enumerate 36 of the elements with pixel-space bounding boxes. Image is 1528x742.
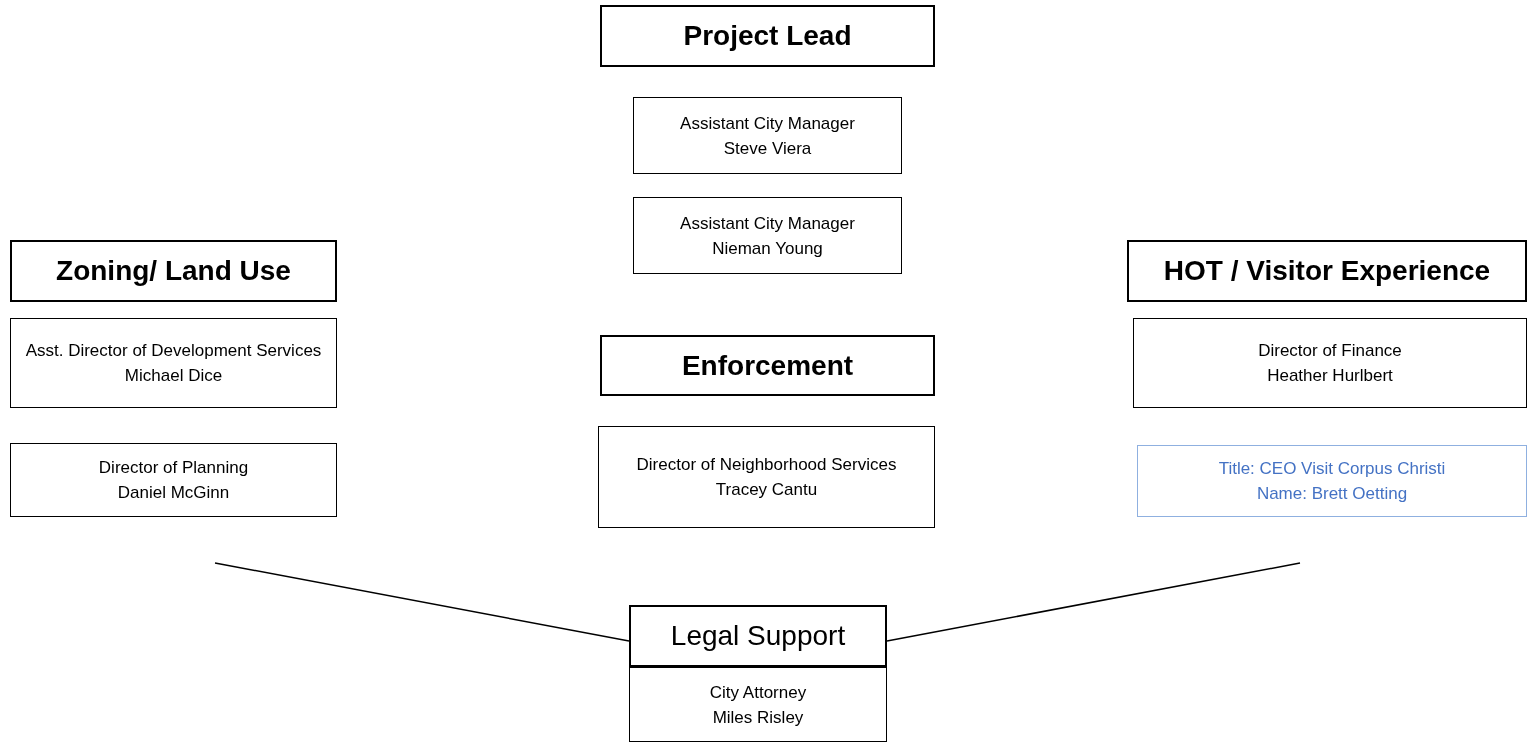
person-name: Heather Hurlbert [1267, 365, 1393, 387]
person-name: Tracey Cantu [715, 479, 818, 501]
heading-text: Zoning/ Land Use [56, 254, 291, 288]
job-title: Asst. Director of Development Services [25, 340, 322, 362]
role-heading-box [600, 5, 935, 67]
role-heading-box [600, 335, 935, 396]
job-title: Assistant City Manager [680, 112, 855, 135]
job-title: City Attorney [709, 681, 807, 704]
role-heading-box [1127, 240, 1527, 302]
person-name: Michael Dice [124, 365, 223, 387]
person-name: Name: Brett Oetting [1256, 483, 1408, 505]
job-title: Assistant City Manager [680, 212, 855, 235]
person-box [1137, 445, 1527, 517]
person-box [10, 318, 337, 408]
connector-line [214, 562, 630, 642]
person-name: Steve Viera [723, 137, 812, 160]
job-title: Director of Planning [98, 457, 249, 479]
heading-text: Enforcement [681, 348, 854, 383]
person-box [633, 197, 902, 274]
heading-text: HOT / Visitor Experience [1163, 254, 1491, 288]
role-heading-box [629, 605, 887, 667]
heading-text: Project Lead [683, 19, 852, 53]
role-heading-box [10, 240, 337, 302]
connector-line [886, 562, 1301, 642]
person-name: Daniel McGinn [117, 482, 230, 504]
job-title: Director of Neighborhood Services [636, 454, 897, 476]
person-box [598, 426, 935, 528]
heading-text: Legal Support [670, 619, 846, 653]
job-title: Director of Finance [1258, 340, 1402, 362]
person-box [633, 97, 902, 174]
person-box [10, 443, 337, 517]
person-name: Nieman Young [712, 237, 823, 260]
job-title: Title: CEO Visit Corpus Christi [1218, 458, 1446, 480]
person-box [1133, 318, 1527, 408]
person-box [629, 667, 887, 742]
person-name: Miles Risley [712, 706, 804, 729]
